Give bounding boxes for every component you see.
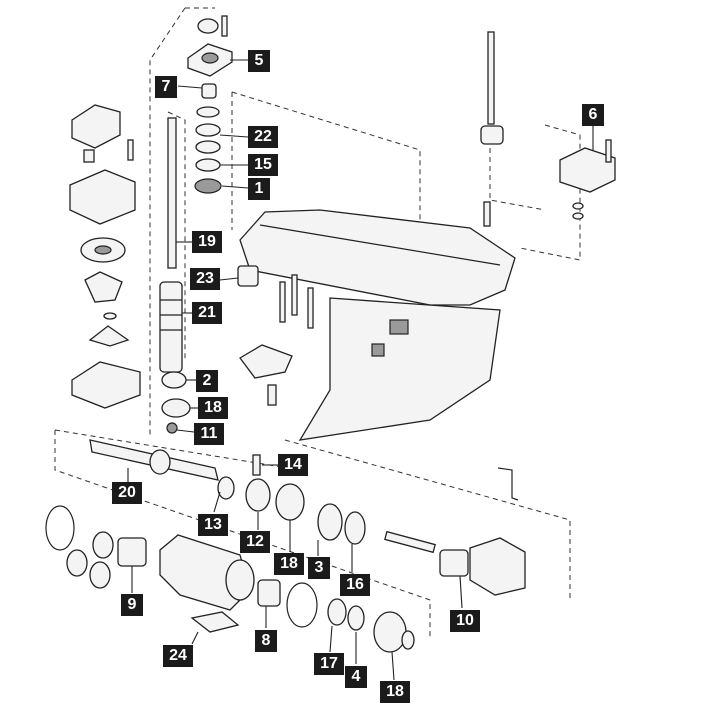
water-pump-parts [69,104,141,409]
leader-lines [127,59,594,681]
callout-8: 8 [255,630,277,652]
callout-19: 19 [192,231,222,253]
callout-24: 24 [163,645,193,667]
callout-14: 14 [278,454,308,476]
callout-16: 16 [340,574,370,596]
middle-small-parts [237,265,314,476]
gearcase-housing [239,209,516,441]
upper-right-parts [480,31,616,227]
callout-11: 11 [194,423,224,445]
callout-12: 12 [240,531,270,553]
lower-right-parts [327,467,526,653]
callout-1: 1 [248,178,270,200]
callout-4: 4 [345,666,367,688]
callout-22: 22 [248,126,278,148]
callout-21: 21 [192,302,222,324]
callout-18-middle: 18 [274,553,304,575]
cover-and-upper-parts [159,15,233,434]
callout-9: 9 [121,594,143,616]
callout-5: 5 [248,50,270,72]
callout-17: 17 [314,653,344,675]
callout-20: 20 [112,482,142,504]
callout-10: 10 [450,610,480,632]
callout-18-upper: 18 [198,397,228,419]
callout-13: 13 [198,514,228,536]
callout-3: 3 [308,557,330,579]
callout-18-lower: 18 [380,681,410,703]
callout-2: 2 [196,370,218,392]
callout-6: 6 [582,104,604,126]
callout-23: 23 [190,268,220,290]
callout-7: 7 [155,76,177,98]
propeller-shaft-assembly [89,439,366,545]
lower-left-parts [45,505,318,633]
callout-15: 15 [248,154,278,176]
